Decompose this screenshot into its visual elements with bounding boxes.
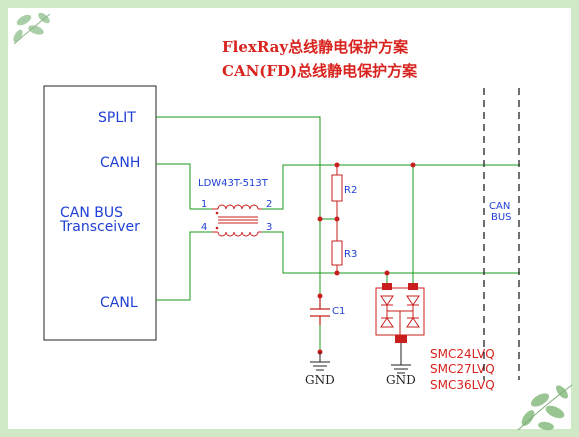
wire-canl <box>156 231 212 301</box>
label-r3: R3 <box>344 249 357 260</box>
capacitor-c1 <box>310 296 330 325</box>
label-gnd-2: GND <box>386 373 416 387</box>
wire-split <box>156 116 321 296</box>
title-can-fd: CAN(FD)总线静电保护方案 <box>222 62 418 80</box>
choke-pin-1: 1 <box>201 199 207 210</box>
choke-part-number: LDW43T-513T <box>198 178 269 189</box>
leaf-decoration-top-left <box>13 12 51 45</box>
ground-symbol-1 <box>310 352 330 371</box>
transceiver-name-line2: Transceiver <box>59 219 140 235</box>
can-bus-dashed-lines <box>483 88 520 380</box>
title-flexray: FlexRay总线静电保护方案 <box>222 38 409 56</box>
label-c1: C1 <box>332 306 345 317</box>
wire-bus-low <box>262 231 520 274</box>
label-r2: R2 <box>344 185 357 196</box>
resistor-r2 <box>331 174 343 202</box>
tvs-part-3: SMC36LVQ <box>430 378 495 392</box>
pin-label-canh: CANH <box>100 155 140 171</box>
resistor-r3 <box>331 240 343 266</box>
wire-bus-high <box>262 164 520 210</box>
ground-symbol-2 <box>391 343 411 374</box>
pin-label-split: SPLIT <box>98 110 136 126</box>
pin-label-canl: CANL <box>100 295 138 311</box>
diagram-card: FlexRay总线静电保护方案 CAN(FD)总线静电保护方案 SPLIT CA… <box>8 8 573 431</box>
choke-pin-3: 3 <box>266 222 272 233</box>
tvs-part-2: SMC27LVQ <box>430 362 495 376</box>
wire-canh <box>156 163 212 210</box>
tvs-part-1: SMC24LVQ <box>430 347 495 361</box>
label-gnd-1: GND <box>305 373 335 387</box>
transceiver-block <box>43 85 157 341</box>
bus-label-line2: BUS <box>491 212 512 223</box>
common-mode-choke <box>212 204 262 237</box>
tvs-device <box>375 283 425 343</box>
leaf-decoration-bottom-right <box>517 384 573 431</box>
choke-pin-2: 2 <box>266 199 272 210</box>
junction-dots <box>317 162 416 355</box>
transceiver-name-line1: CAN BUS <box>60 205 123 221</box>
wires <box>156 116 520 365</box>
choke-pin-4: 4 <box>201 222 207 233</box>
bus-label-line1: CAN <box>489 201 510 212</box>
